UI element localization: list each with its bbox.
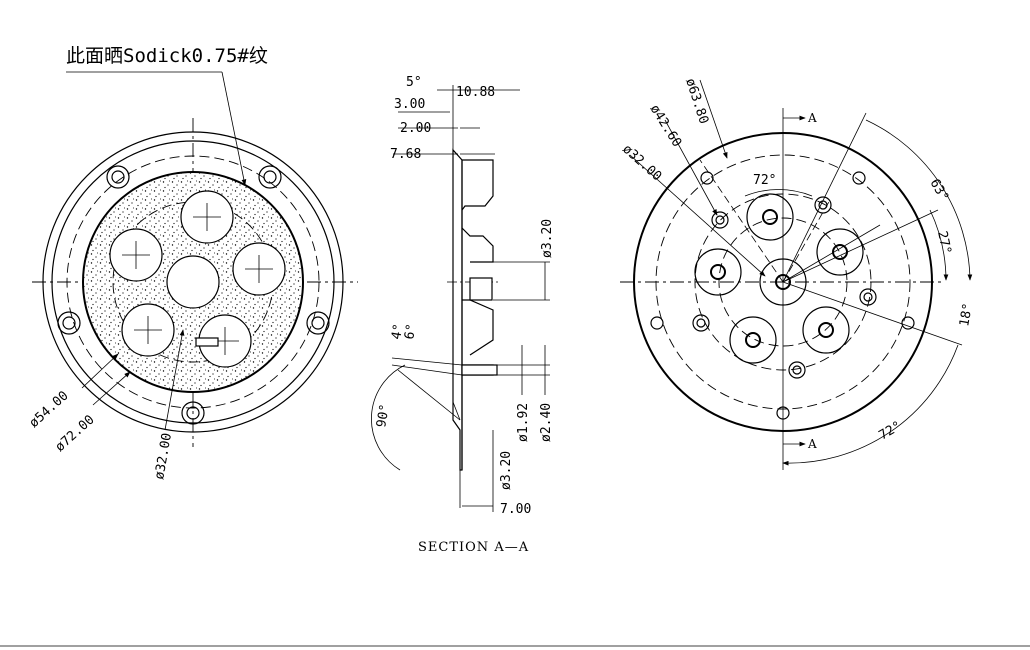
gate-slot [195, 337, 219, 347]
ejector-hole [469, 277, 493, 301]
front-view: ø54.00 ø72.00 ø32.00 [27, 118, 358, 481]
section-title: SECTION A—A [418, 540, 529, 555]
dim-dia-1-92: ø1.92 [516, 403, 531, 442]
dim-dia-32-00: ø32.00 [619, 142, 664, 185]
surface-texture-note: 此面晒Sodick0.75#纹 [66, 45, 268, 67]
dim-angle-6: 6° [402, 323, 419, 341]
dim-angle-63: 63° [927, 177, 952, 205]
pitch-circle-32-00 [718, 217, 848, 347]
dim-dia-72: ø72.00 [53, 412, 98, 455]
dim-dia-54: ø54.00 [27, 388, 72, 431]
section-view: 5° 3.00 2.00 7.68 10.88 ø3.20 ø1.92 ø2.4… [371, 75, 555, 555]
center-pocket [166, 255, 220, 309]
dim-angle-90: 90° [374, 403, 393, 429]
dim-dia-63-80: ø63.80 [682, 77, 711, 126]
dim-7-00: 7.00 [500, 502, 531, 517]
gate-channel [461, 364, 498, 376]
note-leader [221, 71, 247, 186]
dim-10-88: 10.88 [456, 85, 495, 100]
back-view: A A ø63.80 ø42.60 ø [619, 77, 976, 470]
outer-flange-circle [42, 131, 344, 433]
bolt-hole [57, 311, 81, 335]
pitch-circle-63-80 [655, 154, 911, 410]
dim-angle-18: 18° [957, 302, 976, 328]
dim-2-00: 2.00 [400, 121, 431, 136]
bolt-hole [106, 165, 130, 189]
dim-angle-5: 5° [406, 75, 422, 90]
bolt-pitch-circle [66, 155, 320, 409]
dim-3-00: 3.00 [394, 97, 425, 112]
section-marker-bottom: A [807, 437, 817, 451]
bolt-hole [258, 165, 282, 189]
dim-angle-72-top: 72° [753, 173, 776, 188]
dim-angle-72-bottom: 72° [877, 419, 905, 444]
dim-angle-27: 27° [934, 230, 954, 256]
dim-dia-3-20-lower: ø3.20 [499, 451, 514, 490]
back-outer-circle [633, 132, 933, 432]
flange-inner-circle [51, 140, 335, 424]
bolt-hole [306, 311, 330, 335]
dim-dia-42-60: ø42.60 [647, 102, 685, 150]
back-center-pocket [759, 258, 807, 306]
dim-dia-3-20-upper: ø3.20 [540, 219, 555, 258]
pitch-circle-42-60 [694, 193, 872, 371]
dim-dia-32: ø32.00 [152, 432, 175, 481]
section-plate [452, 148, 463, 471]
dim-angle-4: 4° [389, 323, 406, 341]
bolt-hole [181, 401, 205, 425]
dim-7-68: 7.68 [390, 147, 421, 162]
dim-dia-2-40: ø2.40 [539, 403, 554, 442]
section-marker-top: A [807, 111, 817, 125]
